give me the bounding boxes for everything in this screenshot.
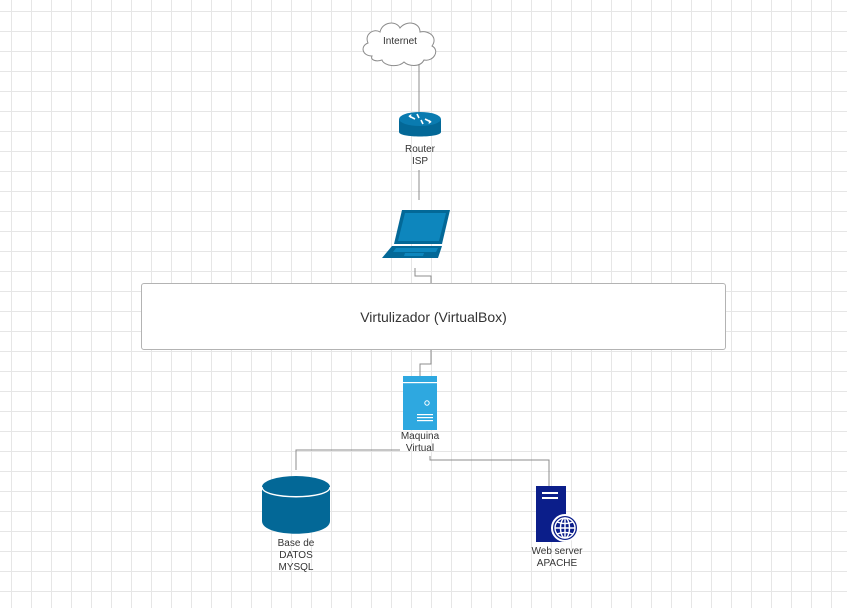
webserver-node[interactable]: [534, 486, 580, 542]
database-label: Base de DATOS MYSQL: [256, 538, 336, 574]
virtualizer-box[interactable]: Virtulizador (VirtualBox): [141, 283, 726, 350]
internet-node[interactable]: Internet: [358, 16, 442, 68]
database-label-line3: MYSQL: [278, 562, 314, 573]
virtualizer-label: Virtulizador (VirtualBox): [360, 308, 507, 325]
webserver-label: Web server APACHE: [517, 546, 597, 570]
webserver-label-line1: Web server: [531, 546, 583, 557]
vm-label-line1: Maquina: [400, 431, 440, 442]
router-label-line2: ISP: [411, 156, 429, 167]
edge-vm-webserver: [429, 456, 550, 487]
edge-laptop-virtualizer: [414, 268, 432, 283]
edge-vm-database: [295, 449, 400, 470]
web-server-icon: [536, 486, 579, 542]
router-label-line1: Router: [404, 144, 435, 155]
edge-virtualizer-vm: [419, 348, 432, 376]
vm-node[interactable]: [403, 376, 437, 430]
router-label: Router ISP: [380, 144, 460, 168]
laptop-icon: [382, 210, 450, 258]
database-node[interactable]: [261, 475, 331, 535]
database-label-line1: Base de: [277, 538, 315, 549]
database-icon: [261, 476, 331, 534]
router-node[interactable]: [397, 110, 443, 142]
webserver-label-line2: APACHE: [536, 558, 578, 569]
vm-label-line2: Virtual: [405, 443, 435, 454]
database-label-line2: DATOS: [279, 550, 313, 561]
laptop-node[interactable]: [380, 208, 452, 262]
server-icon: [403, 376, 437, 430]
vm-label: Maquina Virtual: [380, 431, 460, 455]
cloud-icon: [362, 22, 437, 67]
internet-label: Internet: [383, 36, 417, 47]
router-icon: [399, 112, 441, 137]
